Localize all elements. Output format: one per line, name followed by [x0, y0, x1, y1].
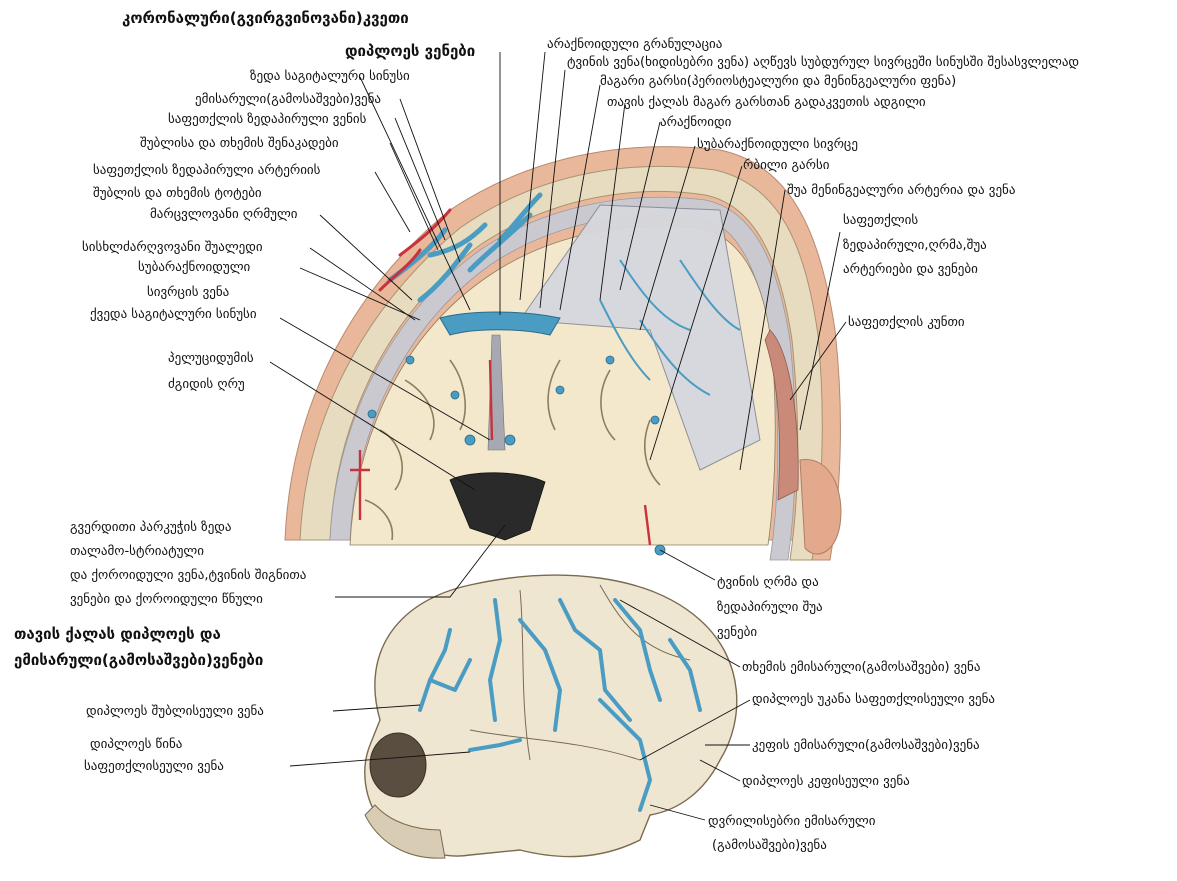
coronal-section-illustration: [285, 147, 841, 560]
label-frontal-parietal-branches: შუბლის და თხემის ტოტები: [93, 185, 262, 202]
label-thalamostriate-1: გვერდითი პარკუჭის ზედა: [70, 519, 232, 536]
label-parietal-emissary: თხემის ემისარული(გამოსაშვები) ვენა: [742, 659, 980, 676]
label-temporal-muscle: საფეთქლის კუნთი: [848, 314, 965, 331]
label-middle-meningeal: შუა მენინგეალური არტერია და ვენა: [787, 182, 1015, 199]
label-temporal-vessels-2: ზედაპირული,ღრმა,შუა: [843, 237, 987, 254]
label-occipital-diploic: დიპლოეს კეფისეული ვენა: [742, 773, 910, 790]
label-subarachnoid: სუბარაქნოიდული: [138, 259, 250, 276]
label-space-vein: სივრცის ვენა: [147, 284, 229, 301]
label-arachnoid-granulation: არაქნოიდული გრანულაცია: [547, 36, 722, 53]
label-temporal-vessels-1: საფეთქლის: [843, 212, 918, 229]
label-thalamostriate-2: თალამო-სტრიატული: [70, 543, 204, 560]
label-superficial-temporal-vein: საფეთქლის ზედაპირული ვენის: [168, 111, 366, 128]
label-thalamostriate-3: და ქოროიდული ვენა,ტვინის შიგნითა: [70, 567, 306, 584]
label-deep-veins-3: ვენები: [717, 624, 757, 641]
label-emissary-vein: ემისარული(გამოსაშვები)ვენა: [195, 91, 381, 108]
label-temporal-vessels-3: არტერიები და ვენები: [843, 261, 978, 278]
label-superficial-temporal-artery: საფეთქლის ზედაპირული არტერიის: [93, 162, 320, 179]
label-occipital-emissary: კეფის ემისარული(გამოსაშვები)ვენა: [752, 737, 980, 754]
skull-illustration: [365, 575, 737, 858]
label-granular-foveola: მარცვლოვანი ღრმული: [150, 206, 298, 223]
label-septum-cavity: ძგიდის ღრუ: [168, 376, 245, 393]
orbit: [370, 733, 426, 797]
label-pia-mater: რბილი გარსი: [743, 157, 830, 174]
label-thalamostriate-4: ვენები და ქოროიდული წნული: [70, 591, 263, 608]
label-skull-dura-junction: თავის ქალას მაგარ გარსთან გადაკვეთის ადგ…: [607, 94, 926, 111]
label-mastoid-emissary-2: (გამოსაშვები)ვენა: [712, 837, 827, 854]
label-dura-mater: მაგარი გარსი(პერიოსტეალური და მენინგეალუ…: [600, 73, 956, 90]
label-deep-veins-1: ტვინის ღრმა და: [717, 574, 819, 591]
label-deep-veins-2: ზედაპირული შუა: [717, 599, 823, 616]
diploic-veins-title: დიპლოეს ვენები: [345, 42, 475, 60]
label-inferior-sagittal-sinus: ქვედა საგიტალური სინუსი: [90, 306, 257, 323]
label-arachnoid: არაქნოიდი: [660, 114, 731, 131]
label-superior-sagittal-sinus: ზედა საგიტალური სინუსი: [250, 68, 410, 85]
label-bridging-vein: ტვინის ვენა(ხიდისებრი ვენა) აღწევს სუბდუ…: [567, 54, 1079, 71]
label-subarachnoid-space: სუბარაქნოიდული სივრცე: [697, 136, 858, 153]
label-mastoid-emissary-1: დვრილისებრი ემისარული: [708, 813, 876, 830]
skull-veins-title-line2: ემისარული(გამოსაშვები)ვენები: [14, 651, 263, 669]
coronal-section-title: კორონალური(გვირგვინოვანი)კვეთი: [122, 9, 409, 27]
label-anterior-temporal-diploic-2: საფეთქლისეული ვენა: [84, 758, 224, 775]
label-frontal-parietal-tributaries: შუბლისა და თხემის შენაკადები: [140, 135, 339, 152]
label-vascular-space: სისხლძარღვოვანი შუალედი: [82, 239, 263, 256]
label-pellucidum: პელუციდუმის: [168, 350, 254, 367]
label-frontal-diploic: დიპლოეს შუბლისეული ვენა: [86, 703, 264, 720]
label-posterior-temporal-diploic: დიპლოეს უკანა საფეთქლისეული ვენა: [752, 691, 995, 708]
skull-outline: [365, 575, 737, 856]
label-anterior-temporal-diploic-1: დიპლოეს წინა: [90, 736, 182, 753]
skull-veins-title-line1: თავის ქალას დიპლოეს და: [14, 625, 221, 643]
